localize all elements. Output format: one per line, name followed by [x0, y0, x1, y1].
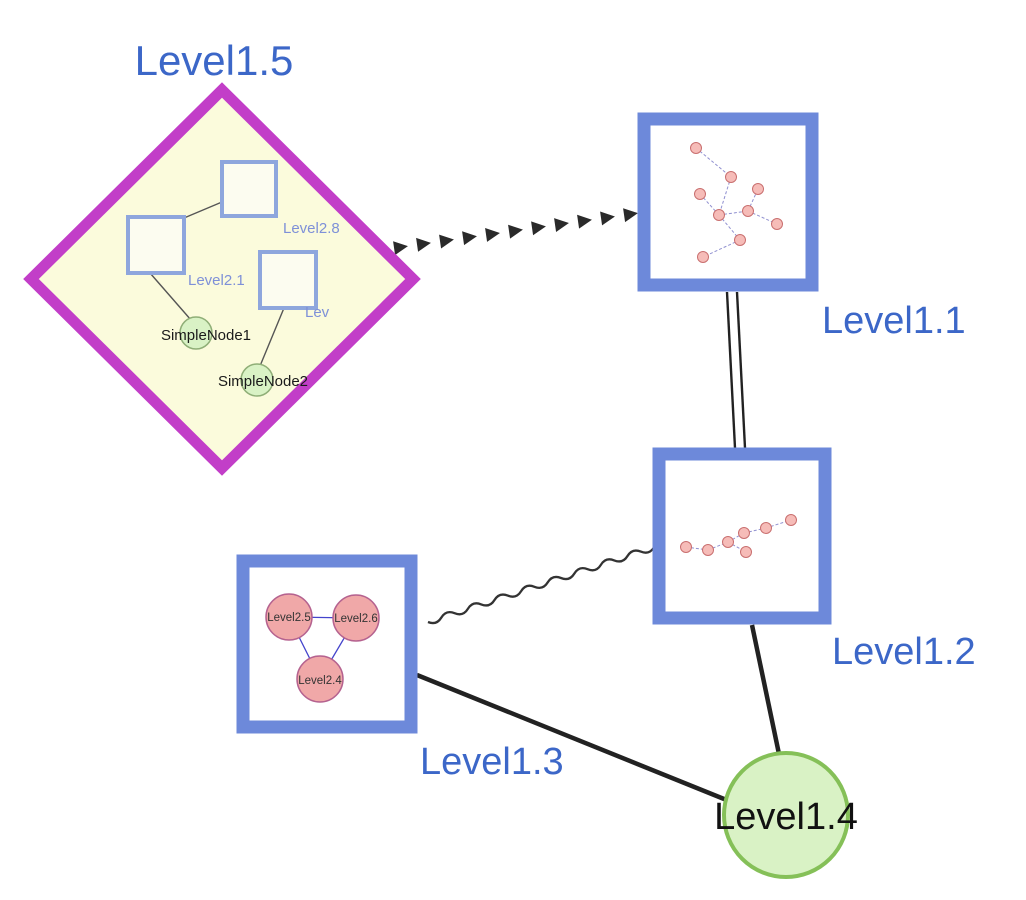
label-level13: Level1.3	[420, 741, 564, 783]
subgraph-node[interactable]	[702, 544, 714, 556]
level12-subgraph	[680, 514, 797, 558]
edge-level13-level14[interactable]	[416, 672, 730, 804]
node-level15-group: Level2.8 Level2.1 Lev SimpleNode1 Simple…	[23, 82, 421, 476]
node-level12-group	[652, 447, 832, 625]
subgraph-node[interactable]	[785, 514, 797, 526]
level11-subgraph-edges	[695, 147, 778, 258]
subgraph-node[interactable]	[760, 522, 772, 534]
edge-level15-level11[interactable]	[393, 208, 638, 256]
subgraph-node[interactable]	[713, 209, 725, 221]
subgraph-node[interactable]	[690, 142, 702, 154]
label-level15: Level1.5	[135, 37, 294, 84]
subgraph-node[interactable]	[722, 536, 734, 548]
level12-subgraph-edges	[685, 519, 792, 553]
node-level26[interactable]	[332, 594, 380, 642]
node-level24[interactable]	[296, 655, 344, 703]
label-level12: Level1.2	[832, 631, 976, 673]
node-level25[interactable]	[265, 593, 313, 641]
edge-level21-simplenode1	[149, 272, 192, 321]
subgraph-node[interactable]	[752, 183, 764, 195]
subgraph-node[interactable]	[694, 188, 706, 200]
label-level14: Level1.4	[714, 796, 858, 838]
label-level11: Level1.1	[822, 300, 966, 342]
label-simplenode2: SimpleNode2	[218, 373, 308, 390]
subgraph-node[interactable]	[725, 171, 737, 183]
subgraph-node[interactable]	[738, 527, 750, 539]
label-lev: Lev	[305, 304, 330, 321]
node-level21[interactable]	[126, 215, 186, 275]
edge-level11-level12[interactable]	[725, 291, 747, 449]
node-level11-group	[637, 112, 819, 292]
node-level14[interactable]	[722, 751, 850, 879]
level11-square[interactable]	[637, 112, 819, 292]
subgraph-node[interactable]	[697, 251, 709, 263]
label-level26: Level2.6	[334, 613, 377, 625]
subgraph-node[interactable]	[734, 234, 746, 246]
level13-square[interactable]	[236, 554, 418, 734]
subgraph-node[interactable]	[740, 546, 752, 558]
level13-subgraph: Level2.5 Level2.6 Level2.4	[265, 593, 380, 703]
level11-subgraph	[690, 142, 783, 263]
label-level21: Level2.1	[188, 272, 245, 289]
subgraph-node[interactable]	[680, 541, 692, 553]
level15-diamond[interactable]	[23, 82, 421, 476]
node-simplenode1[interactable]	[179, 316, 213, 350]
label-simplenode1: SimpleNode1	[161, 327, 251, 344]
edge-level12-level14[interactable]	[749, 624, 782, 755]
label-level28: Level2.8	[283, 220, 340, 237]
edge-level13-level12[interactable]	[427, 546, 656, 625]
label-level24: Level2.4	[298, 675, 342, 687]
subgraph-node[interactable]	[771, 218, 783, 230]
edge-lev-simplenode2	[259, 307, 285, 367]
node-lev[interactable]	[258, 250, 318, 310]
node-simplenode2[interactable]	[240, 363, 274, 397]
subgraph-node[interactable]	[742, 205, 754, 217]
node-level28[interactable]	[220, 160, 278, 218]
edge-level21-level28	[183, 201, 223, 219]
node-level13-group: Level2.5 Level2.6 Level2.4	[236, 554, 418, 734]
label-level25: Level2.5	[267, 612, 310, 624]
